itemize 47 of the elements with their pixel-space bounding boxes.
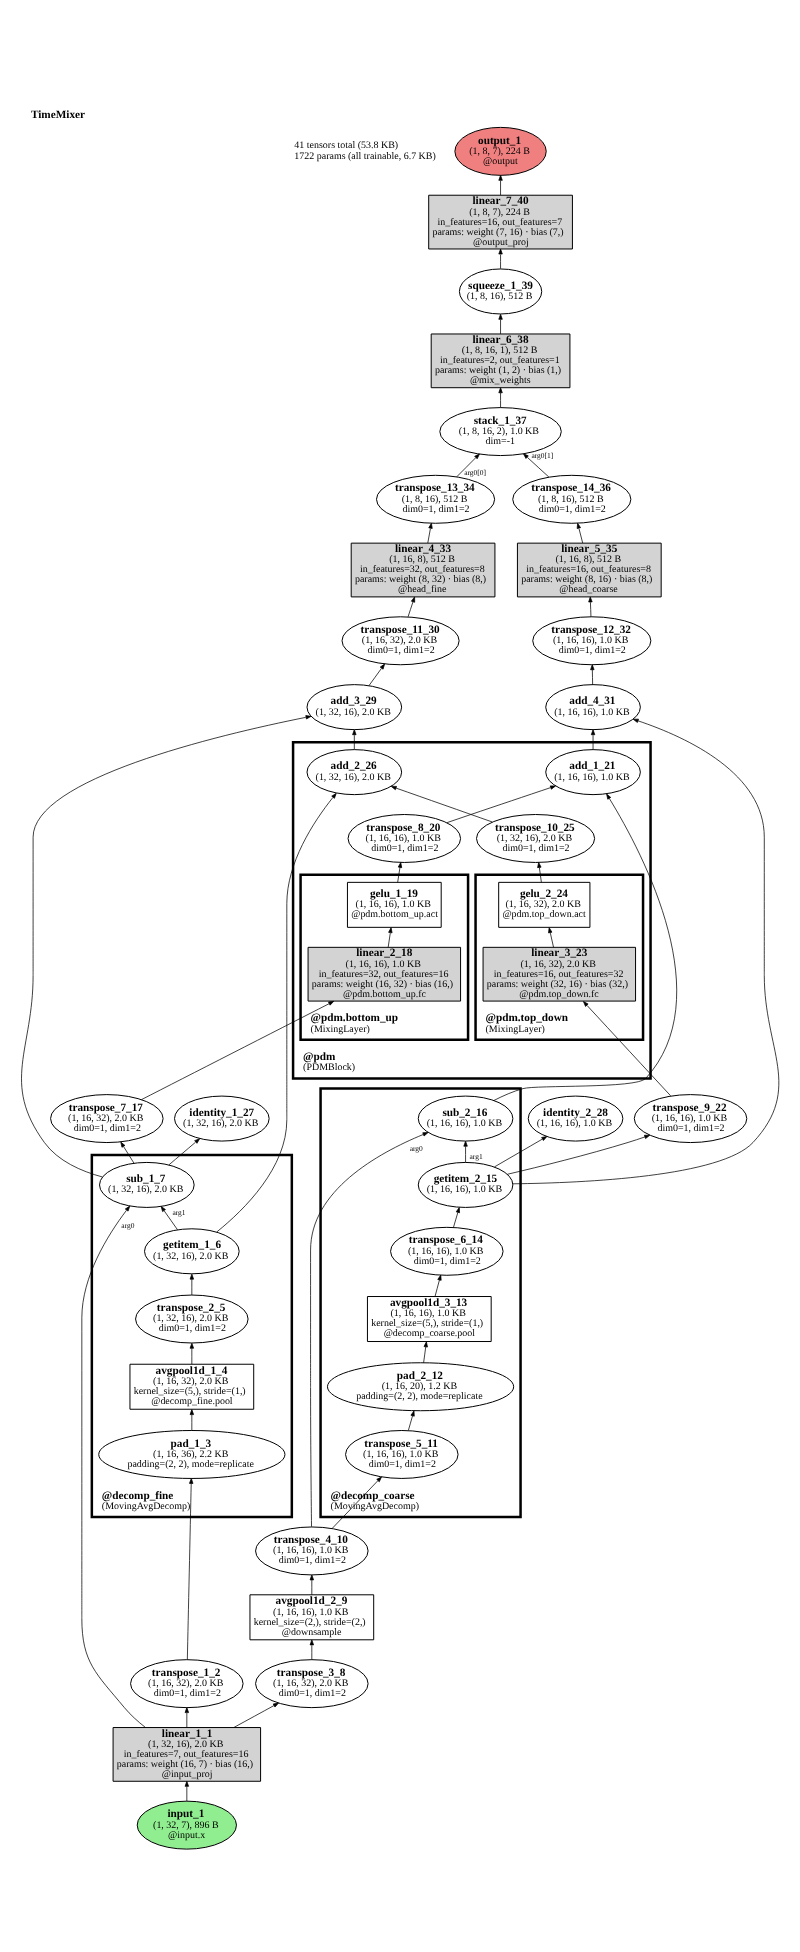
arrow [189,1408,194,1430]
arrow [189,1272,194,1295]
arrow [387,926,393,947]
arrow [233,1701,279,1727]
arrow [512,717,780,1184]
arrow [184,1779,189,1801]
arrow [141,999,335,1100]
arrow [216,792,337,1232]
arrow [498,173,503,195]
arrow [537,861,542,882]
arrow [548,926,554,947]
arrow [434,1273,442,1296]
arrow [588,595,593,617]
arrow [453,1206,460,1227]
arrow [506,1133,651,1174]
arrow [463,1139,468,1162]
arrow [120,1140,135,1163]
arrow [309,1638,314,1660]
arrow [456,452,480,477]
arrow [407,595,416,617]
arrow [498,386,503,407]
arrow [189,1341,194,1364]
arrow [498,312,503,334]
arrow [494,1135,548,1167]
arrow [446,784,556,822]
arrow [576,521,584,543]
arrow [590,663,595,684]
arrow [397,861,403,882]
arrow [423,1340,428,1363]
arrow [408,1409,415,1430]
arrow [81,1204,146,1727]
arrow [523,452,550,477]
arrow [21,714,312,1177]
arrow [168,1137,200,1165]
arrow [498,247,503,269]
arrow [590,728,596,749]
arrow [186,1477,194,1659]
arrow [331,1475,382,1528]
arrow [583,1000,671,1096]
arrow [310,1131,429,1527]
arrow [160,1205,178,1230]
arrow [309,1573,314,1595]
arrow [184,1706,189,1727]
arrow [427,521,433,543]
arrow [352,728,357,749]
arrow [390,785,493,822]
arrow [368,662,385,686]
